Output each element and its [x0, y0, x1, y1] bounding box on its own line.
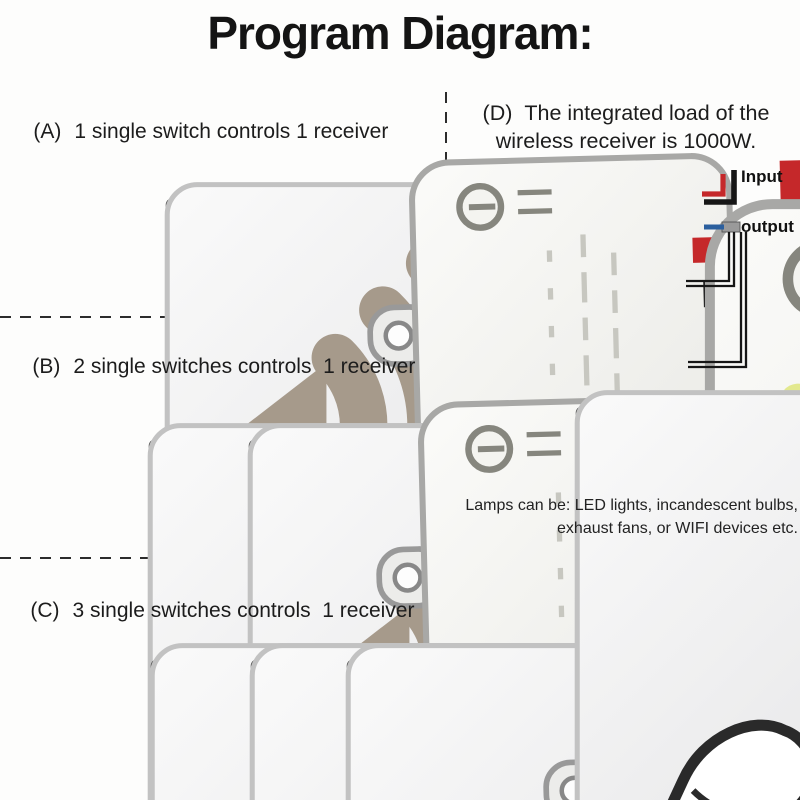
input-wire-label: Input	[741, 167, 783, 186]
section-d-heading: (D) The integrated load of the wireless r…	[452, 99, 800, 155]
section-b-text: 2 single switches controls 1 receiver	[73, 355, 416, 378]
section-d-heading-line1: (D) The integrated load of the	[452, 99, 800, 127]
section-d-label: (D)	[482, 101, 513, 125]
section-b-heading: (B) 2 single switches controls 1 receiver	[9, 331, 415, 403]
section-b-label: (B)	[32, 355, 61, 378]
receiver-wiring-d	[614, 170, 800, 800]
lamps-caption-line1: Lamps can be: LED lights, incandescent b…	[465, 497, 798, 514]
section-c-label: (C)	[30, 599, 60, 622]
wall-switch-d	[575, 390, 800, 800]
section-d-heading-line2: wireless receiver is 1000W.	[495, 129, 757, 153]
section-c-heading: (C) 3 single switches controls 1 receiver	[7, 575, 414, 647]
section-a-text: 1 single switch controls 1 receiver	[74, 120, 389, 143]
lamp-parallel-wires	[686, 232, 748, 369]
section-a-label: (A)	[33, 120, 62, 143]
section-d-text1: The integrated load of the	[524, 101, 770, 125]
lamps-caption-line2: exhaust fans, or WIFI devices etc.	[557, 519, 798, 537]
section-a-heading: (A) 1 single switch controls 1 receiver	[10, 96, 388, 168]
section-c-text: 3 single switches controls 1 receiver	[72, 599, 415, 622]
page-title: Program Diagram:	[207, 7, 593, 59]
output-wire-label: output	[741, 217, 794, 236]
lamps-caption: Lamps can be: LED lights, incandescent b…	[452, 495, 798, 540]
